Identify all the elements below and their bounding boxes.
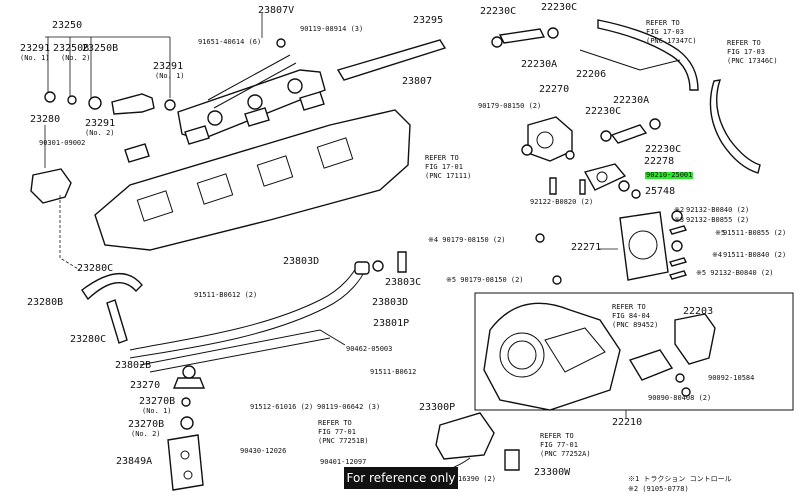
part-label: 23270B	[139, 396, 176, 407]
part-label: 23280C	[70, 334, 107, 345]
part-label: 92122-B0820 (2)	[530, 198, 594, 206]
part-label: 23801P	[373, 318, 410, 329]
part-label: 22230C	[541, 2, 578, 13]
part-label: FIG 77-01	[318, 428, 356, 436]
part-label: 23280C	[77, 263, 114, 274]
part-label: 23250B	[82, 43, 119, 54]
part-label: 22206	[576, 69, 607, 80]
part-label: 23807	[402, 76, 433, 87]
part-label: 90179-08150 (2)	[478, 102, 542, 110]
part-label: FIG 17-01	[425, 163, 463, 171]
part-label: 90462-05003	[346, 345, 393, 353]
part-label: REFER TO	[318, 419, 352, 427]
part-label: 90119-08914 (3)	[300, 25, 364, 33]
part-label: ※5 92132-B0840 (2)	[696, 269, 774, 277]
part-label: 22203	[683, 306, 714, 317]
part-label: 91511-B0612	[370, 368, 417, 376]
part-label: 91651-40614 (6)	[198, 38, 262, 46]
part-label: 22230C	[645, 144, 682, 155]
part-label: 23291	[85, 118, 116, 129]
part-label: (No. 1)	[155, 72, 185, 80]
part-label: 90090-80408 (2)	[648, 394, 712, 402]
part-label: 22230C	[480, 6, 517, 17]
part-label: (PNC 17111)	[425, 172, 472, 180]
part-label: 23807V	[258, 5, 295, 16]
part-label: 23802B	[115, 360, 152, 371]
part-label: 91511-B0840 (2)	[723, 251, 787, 259]
part-label: 90119-06642 (3)	[317, 403, 381, 411]
part-label: 23250B	[53, 43, 90, 54]
part-label: FIG 17-03	[727, 48, 765, 56]
part-label: (No. 2)	[131, 430, 161, 438]
part-label: 23270B	[128, 419, 165, 430]
part-label: (No. 2)	[85, 129, 115, 137]
part-label: 91511-B0612 (2)	[194, 291, 258, 299]
part-label: 91512-61016 (2)	[250, 403, 314, 411]
watermark-reference-only: For reference only	[344, 467, 458, 489]
part-label: (PNC 17347C)	[646, 37, 697, 45]
part-label: 23270	[130, 380, 161, 391]
part-label: 90430-12026	[240, 447, 287, 455]
part-label: REFER TO	[540, 432, 574, 440]
part-label: 22271	[571, 242, 602, 253]
part-label: 23291	[20, 43, 51, 54]
part-label: 22278	[644, 156, 675, 167]
part-label: (No. 2)	[61, 54, 91, 62]
part-label: 23280	[30, 114, 61, 125]
part-label: 22230A	[613, 95, 650, 106]
part-label: ※5 90179-08150 (2)	[446, 276, 524, 284]
part-label: ※5	[715, 229, 726, 237]
part-label: (PNC 89452)	[612, 321, 659, 329]
part-label: 90301-09002	[39, 139, 86, 147]
part-label: 23280B	[27, 297, 64, 308]
part-label: 22210	[612, 417, 643, 428]
part-label: (PNC 77251B)	[318, 437, 369, 445]
part-label: 23300W	[534, 467, 571, 478]
part-label: 23295	[413, 15, 444, 26]
part-label: REFER TO	[646, 19, 680, 27]
part-label: ※4	[712, 251, 723, 259]
part-label: FIG 84-04	[612, 312, 650, 320]
part-label: (No. 1)	[20, 54, 50, 62]
part-label: (PNC 77252A)	[540, 450, 591, 458]
part-label: 92132-B0840 (2)	[686, 206, 750, 214]
part-label: 91511-B0855 (2)	[723, 229, 787, 237]
part-label: 22230A	[521, 59, 558, 70]
part-label: ※3	[674, 216, 685, 224]
part-label: 23803D	[372, 297, 409, 308]
part-label: 25748	[645, 186, 676, 197]
part-label: 92132-B0855 (2)	[686, 216, 750, 224]
part-label: (No. 1)	[142, 407, 172, 415]
part-label: (PNC 17346C)	[727, 57, 778, 65]
part-label: 90210-25001	[645, 171, 694, 179]
part-label: 16390 (2)	[458, 475, 496, 483]
part-label: ※2	[674, 206, 685, 214]
part-label: REFER TO	[425, 154, 459, 162]
part-label: 22270	[539, 84, 570, 95]
part-label: REFER TO	[612, 303, 646, 311]
part-label: 23803C	[385, 277, 422, 288]
part-label: 23300P	[419, 402, 456, 413]
part-label: 23849A	[116, 456, 153, 467]
part-label: FIG 77-01	[540, 441, 578, 449]
part-label: ※2 (9105-0778)	[628, 485, 689, 493]
part-label: 90401-12097	[320, 458, 367, 466]
part-label: 90092-10584	[708, 374, 755, 382]
part-label: 23291	[153, 61, 184, 72]
part-label: 23250	[52, 20, 83, 31]
part-label: 22230C	[585, 106, 622, 117]
part-label: ※4 90179-08150 (2)	[428, 236, 506, 244]
part-label: 23803D	[283, 256, 320, 267]
part-label: REFER TO	[727, 39, 761, 47]
part-label: FIG 17-03	[646, 28, 684, 36]
part-label: ※1 トラクション コントロール	[628, 475, 732, 483]
